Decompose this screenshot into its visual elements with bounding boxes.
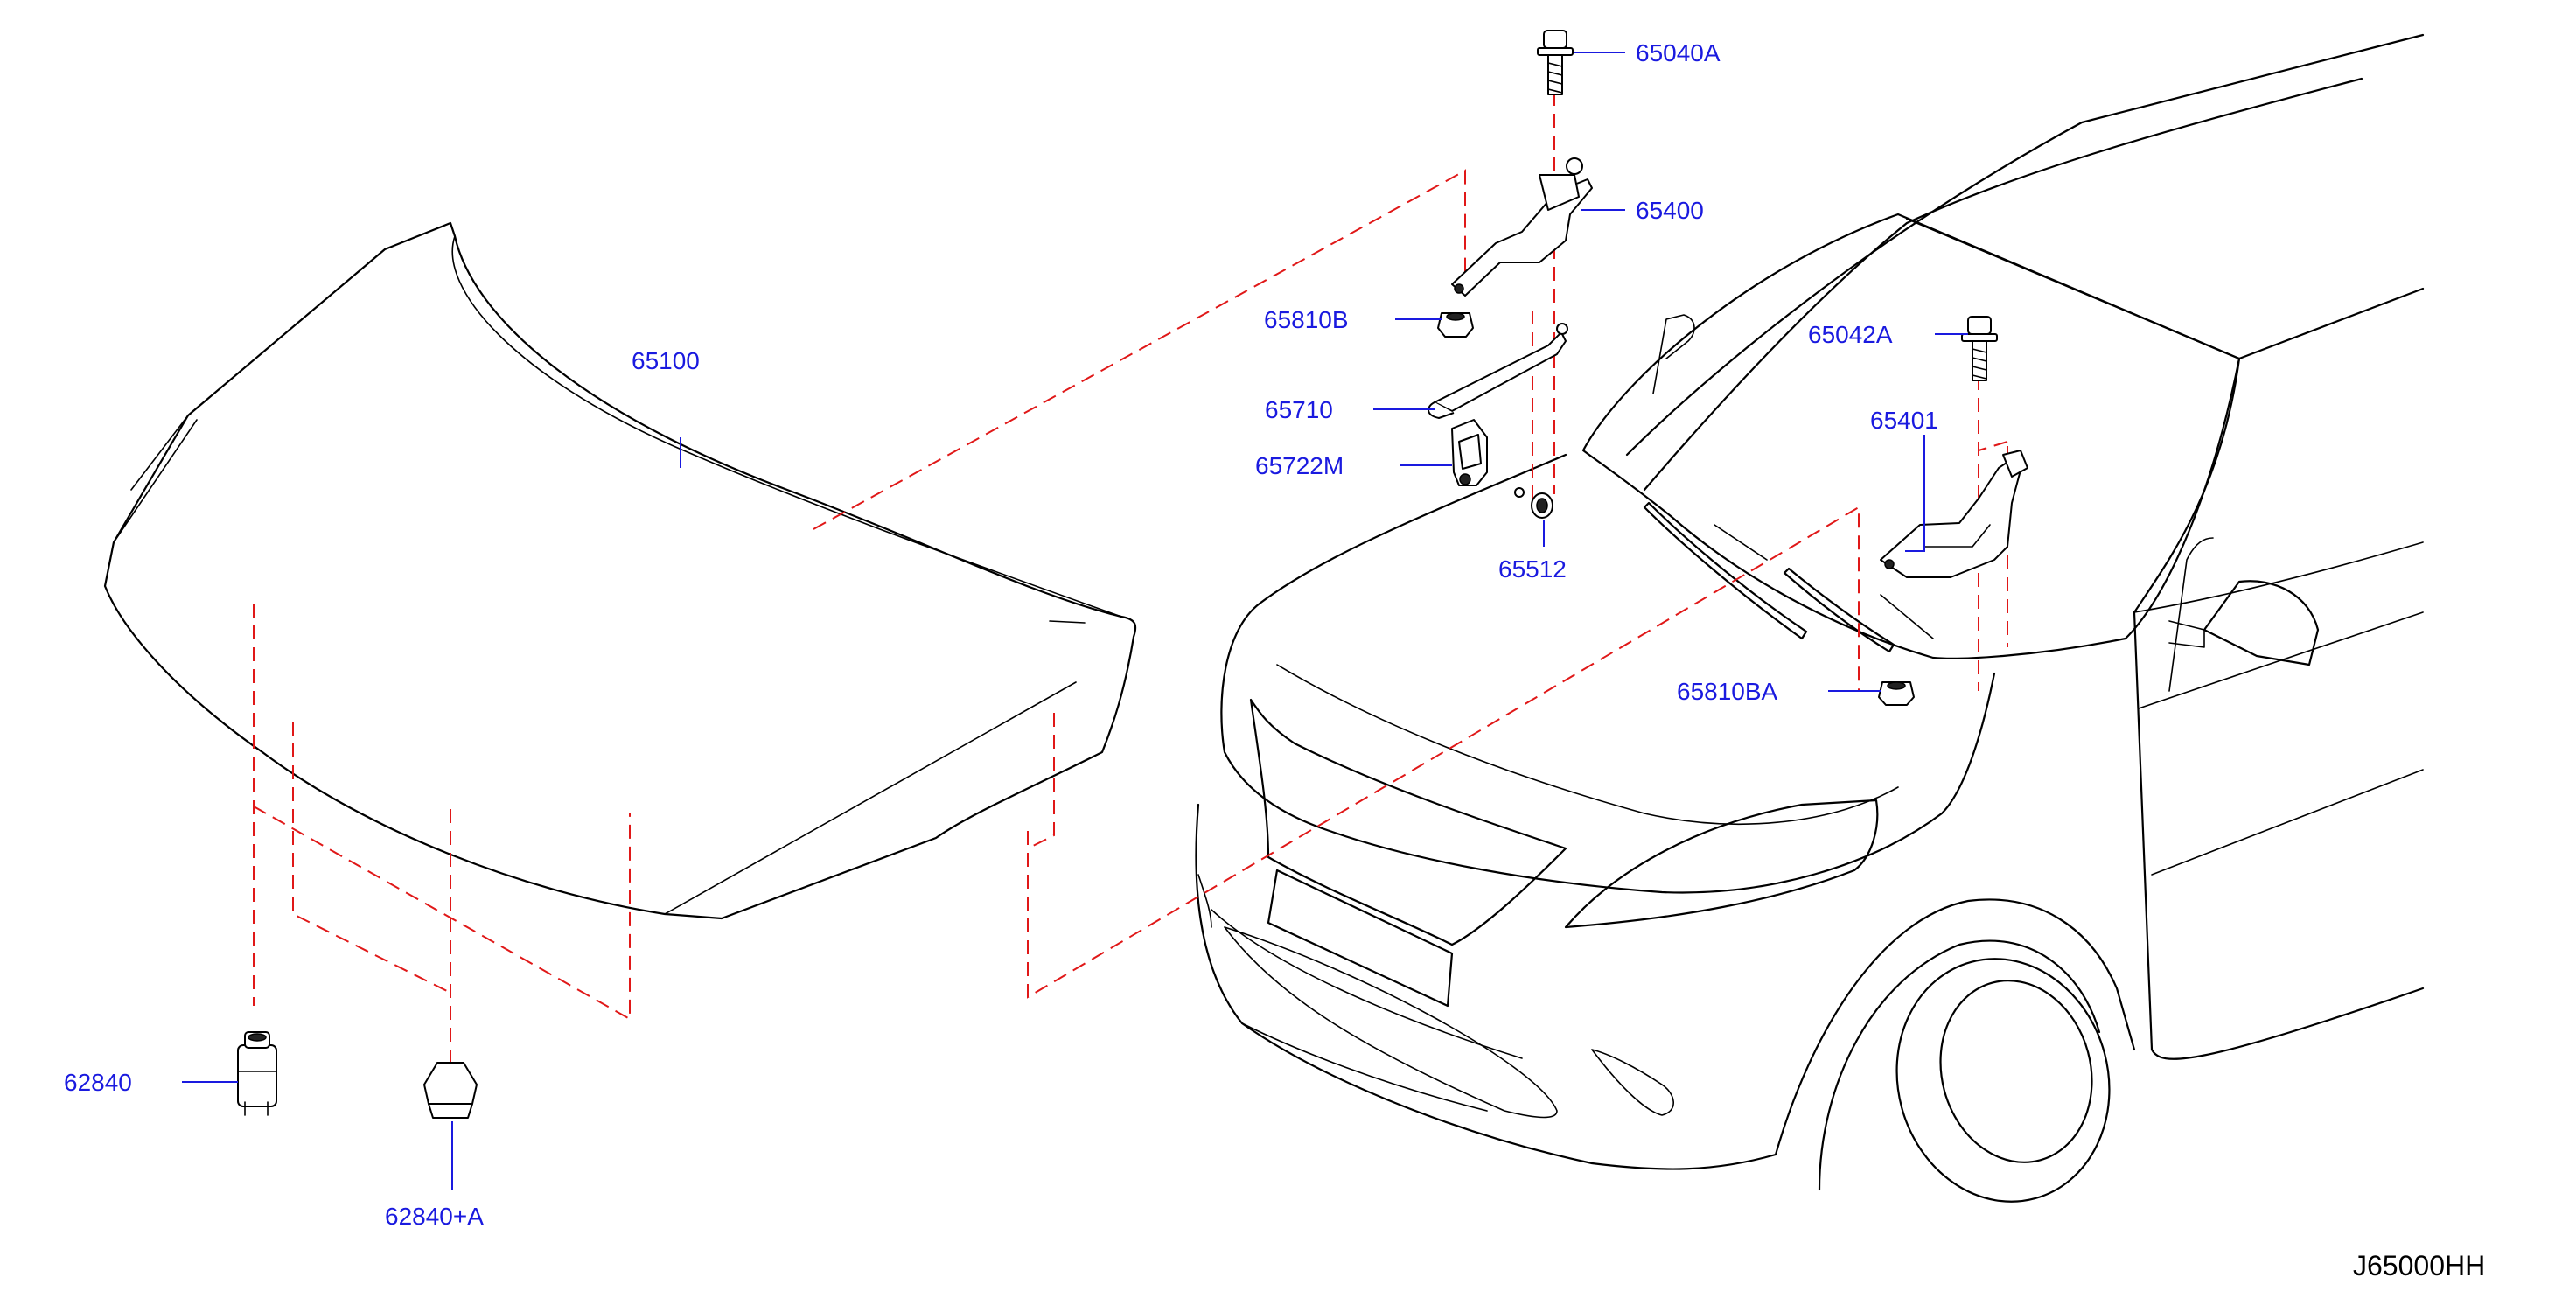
stopper-65512 xyxy=(1514,487,1553,519)
callout-65710: 65710 xyxy=(1265,396,1333,423)
vehicle-body xyxy=(1195,33,2425,1203)
hood-hinge-65401 xyxy=(1880,450,2028,578)
callout-62840A: 62840+A xyxy=(385,1203,484,1230)
callout-62840: 62840 xyxy=(64,1069,132,1096)
diagram-id: J65000HH xyxy=(2353,1250,2485,1281)
callout-65100: 65100 xyxy=(632,347,700,374)
callout-65722M: 65722M xyxy=(1255,452,1344,479)
callout-65810B: 65810B xyxy=(1264,306,1349,333)
hood-hinge-65400 xyxy=(1451,157,1593,297)
callout-65512: 65512 xyxy=(1498,555,1567,583)
nut-65810B xyxy=(1437,312,1474,338)
hood-rod-65710 xyxy=(1428,323,1568,419)
phantom-lines xyxy=(253,92,2008,1085)
hood-panel xyxy=(103,221,1137,920)
hood-bumper-62840A xyxy=(423,1062,478,1119)
leader-lines xyxy=(182,52,1968,1190)
callout-65042A: 65042A xyxy=(1808,321,1893,348)
callout-65040A: 65040A xyxy=(1636,39,1721,66)
bolt-65040A xyxy=(1537,30,1574,95)
callout-65401: 65401 xyxy=(1870,407,1938,434)
callout-65810BA: 65810BA xyxy=(1677,678,1778,705)
callout-labels: 65040A 65400 65810B 65710 65722M 65512 6… xyxy=(64,39,2485,1281)
bolt-65042A xyxy=(1961,316,1998,381)
hood-bumper-62840 xyxy=(237,1031,277,1116)
callout-65400: 65400 xyxy=(1636,197,1704,224)
hood-lock-65722M xyxy=(1451,419,1488,486)
nut-65810BA xyxy=(1878,681,1915,706)
